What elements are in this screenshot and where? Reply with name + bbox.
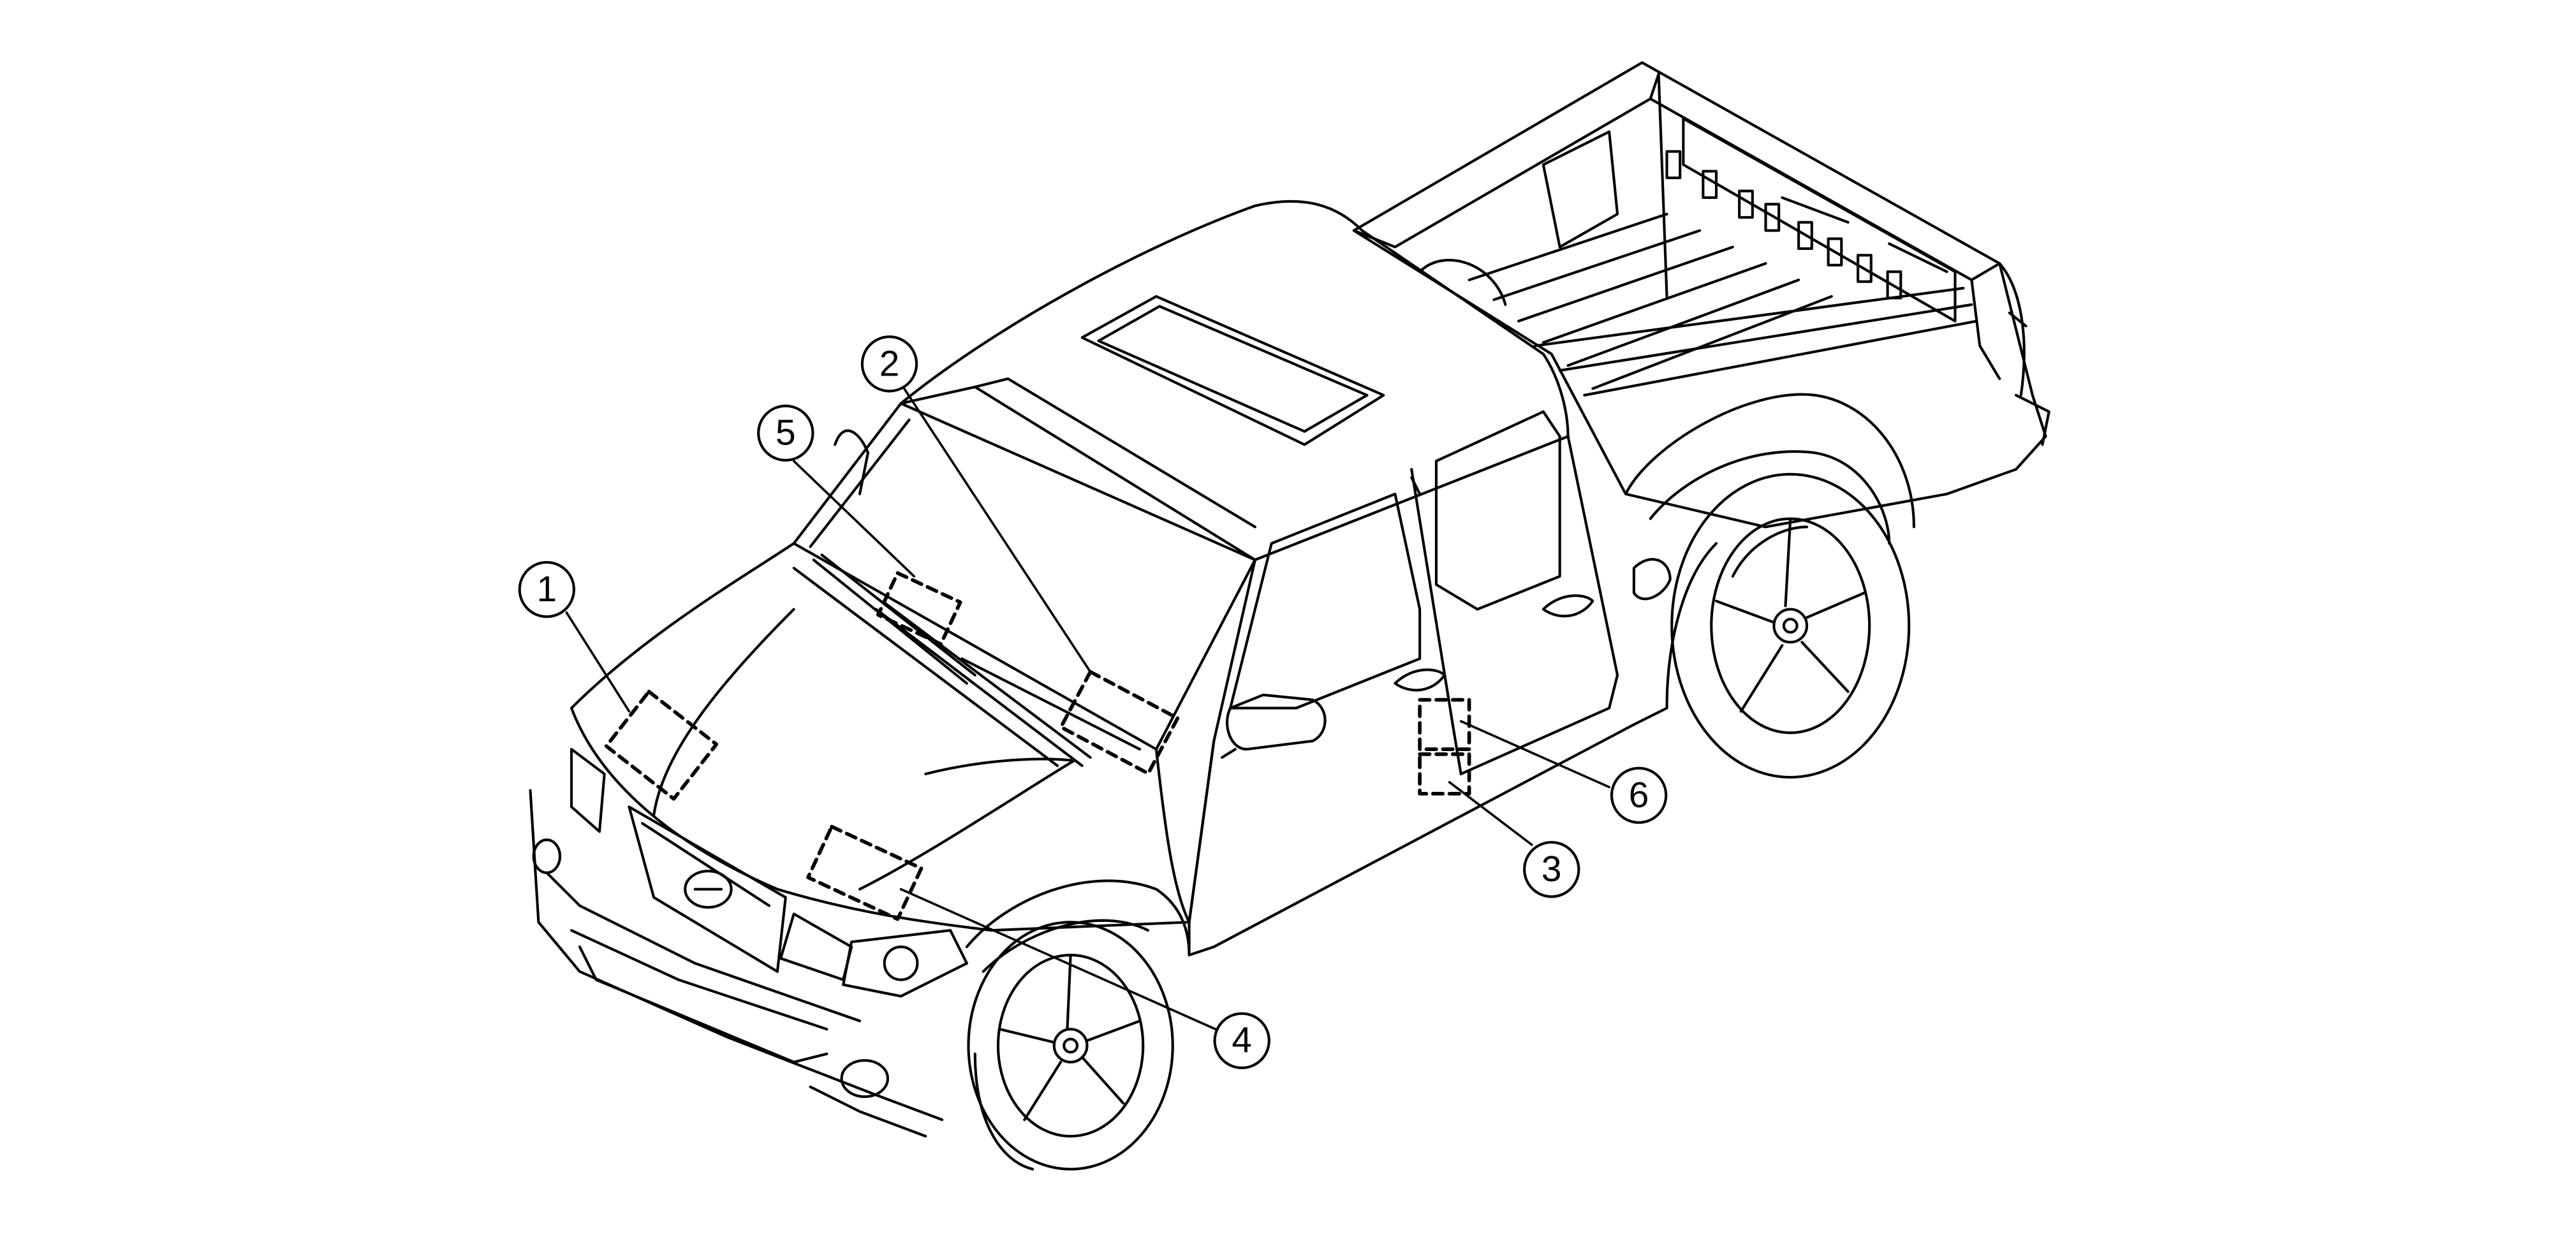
- callout-3: 3: [1523, 840, 1580, 898]
- truck-cab: [792, 200, 1619, 924]
- front-wheel: [967, 921, 1174, 1171]
- callout-1: 1: [518, 560, 575, 618]
- location-marker-3: [1418, 752, 1471, 796]
- callout-4-label: 4: [1232, 1021, 1252, 1061]
- callout-2-label: 2: [880, 344, 900, 384]
- callout-2: 2: [860, 335, 918, 393]
- truck-bed: [1352, 61, 2050, 529]
- callout-6-label: 6: [1629, 775, 1649, 815]
- leader-lines: [565, 387, 1610, 1030]
- callout-1-label: 1: [537, 569, 557, 610]
- callout-5: 5: [757, 404, 814, 462]
- callout-5-label: 5: [776, 413, 796, 453]
- antenna: [834, 429, 869, 495]
- wipers: [812, 553, 1142, 768]
- location-marker-5: [876, 571, 962, 646]
- truck-body-side: [965, 393, 1915, 973]
- callout-3-label: 3: [1542, 849, 1562, 889]
- callout-4: 4: [1213, 1012, 1270, 1069]
- location-marker-1: [604, 689, 719, 801]
- truck-front: [529, 542, 1158, 1138]
- location-marker-4: [806, 824, 924, 921]
- rear-wheel: [1670, 472, 1911, 779]
- location-marker-2: [1059, 669, 1180, 775]
- location-marker-6: [1418, 698, 1471, 751]
- callout-6: 6: [1610, 766, 1668, 824]
